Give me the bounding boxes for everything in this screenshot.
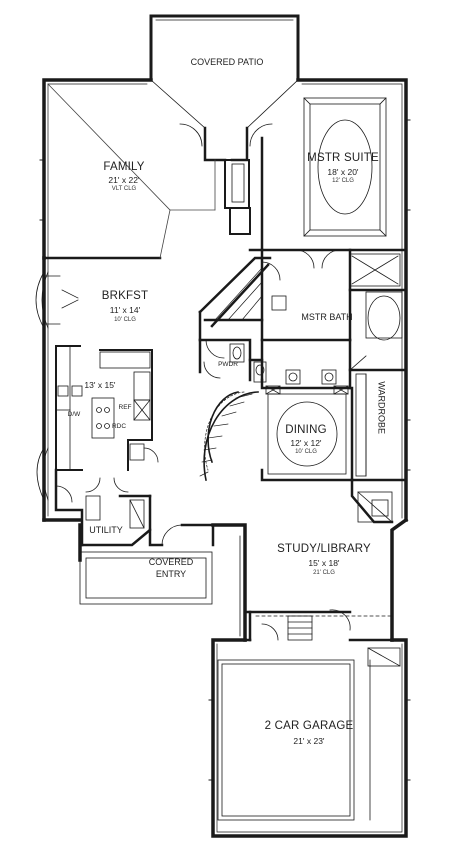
mstr-bath-label: MSTR BATH <box>301 312 353 322</box>
family-room-ceiling: VLT CLG <box>111 186 137 192</box>
utility-label: UTILITY <box>89 525 123 535</box>
family-room-dims: 21' x 22' <box>108 175 140 185</box>
brkfst-ceiling: 10' CLG <box>114 317 136 323</box>
study-library-ceiling: 21' CLG <box>313 570 335 576</box>
brkfst-dims: 11' x 14' <box>109 305 141 315</box>
covered-patio-label: COVERED PATIO <box>190 57 264 67</box>
dining-name: DINING <box>285 424 327 436</box>
dishwasher-label: D/W <box>67 411 81 418</box>
dining-dims: 12' x 12' <box>290 438 322 448</box>
wardrobe-label: WARDROBE <box>376 381 387 435</box>
brkfst-name: BRKFST <box>101 290 149 302</box>
garage-dims: 21' x 23' <box>293 736 325 746</box>
garage-name: 2 CAR GARAGE <box>264 720 354 732</box>
kitchen-dims: 13' x 15' <box>84 380 116 390</box>
covered-patio-walls <box>149 14 300 82</box>
curved-staircase <box>203 391 259 481</box>
dining-ceiling: 10' CLG <box>295 449 317 455</box>
mstr-suite-dims: 18' x 20' <box>327 167 359 177</box>
covered-entry-line1: COVERED <box>148 557 194 567</box>
pwdr-label: PWDR <box>218 361 238 368</box>
mstr-suite-ceiling: 12' CLG <box>332 178 354 184</box>
mstr-suite-name: MSTR SUITE <box>307 152 379 164</box>
study-library-name: STUDY/LIBRARY <box>277 543 371 555</box>
covered-entry-line2: ENTRY <box>155 569 187 579</box>
study-library-dims: 15' x 18' <box>308 558 340 568</box>
refrigerator-label: REF <box>118 404 132 411</box>
family-room-name: FAMILY <box>103 161 145 173</box>
range-label: RDC <box>111 423 127 430</box>
